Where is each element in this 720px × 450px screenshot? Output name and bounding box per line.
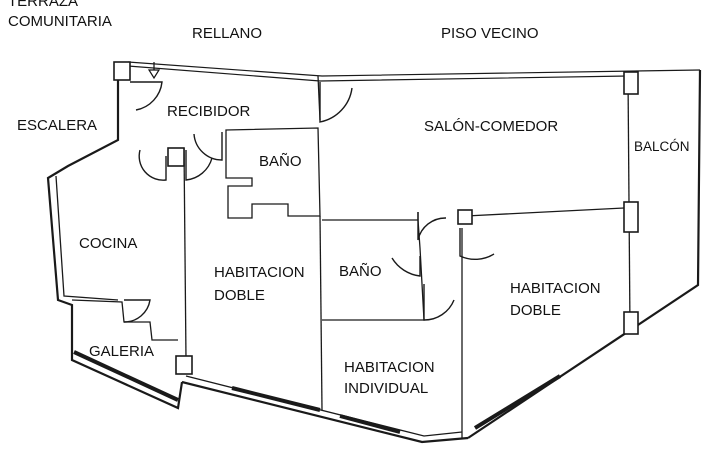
pillar-balcony-top: [623, 71, 639, 95]
room-labels: TERRAZA COMUNITARIA RELLANO PISO VECINO …: [8, 0, 690, 397]
bano-2-walls: [322, 219, 425, 321]
cocina-galeria-wall: [71, 299, 178, 341]
label-piso-vecino: PISO VECINO: [441, 25, 539, 42]
cocina-habitacion-wall: [183, 147, 187, 361]
label-terraza-line2: COMUNITARIA: [8, 13, 112, 30]
window-habitacion-doble-1: [231, 386, 321, 412]
label-bano-1: BAÑO: [259, 153, 302, 170]
pillar-balcony-low: [623, 311, 639, 335]
door-bano-1: [193, 132, 223, 161]
pillar-balcony-mid: [623, 201, 639, 233]
label-habitacion-doble-1-line1: HABITACION: [214, 264, 305, 281]
left-wall-inner: [55, 175, 119, 301]
windows: [73, 350, 562, 434]
window-galeria: [73, 350, 179, 402]
label-bano-2: BAÑO: [339, 263, 382, 280]
label-recibidor: RECIBIDOR: [167, 103, 251, 120]
window-habitacion-doble-2: [473, 374, 562, 430]
pillar-hallway: [457, 209, 473, 225]
left-wall: [46, 68, 184, 410]
label-rellano: RELLANO: [192, 25, 262, 42]
window-habitacion-individual: [339, 414, 401, 434]
pillars: [113, 61, 639, 375]
bano-1-walls: [225, 127, 321, 219]
label-terraza-line1: TERRAZA: [8, 0, 78, 10]
pillar-recibidor: [167, 147, 185, 167]
label-habitacion-doble-2-line1: HABITACION: [510, 280, 601, 297]
door-habitacion-individual: [423, 284, 455, 321]
habitacion-divider-wall: [319, 215, 323, 411]
bottom-wall: [181, 380, 469, 444]
top-wall: [127, 61, 701, 82]
label-habitacion-doble-2-line2: DOBLE: [510, 302, 561, 319]
salon-habitacion-wall: [417, 207, 625, 220]
door-entry: [130, 81, 163, 111]
door-galeria: [123, 299, 151, 323]
label-galeria: GALERIA: [89, 343, 154, 360]
door-habitacion-2: [459, 228, 495, 260]
doors: [123, 81, 495, 323]
door-cocina: [138, 149, 167, 181]
label-habitacion-doble-1-line2: DOBLE: [214, 287, 265, 304]
door-bano-2: [391, 256, 421, 277]
door-pantry: [417, 212, 447, 241]
door-salon: [319, 82, 353, 123]
label-habitacion-individual-line1: HABITACION: [344, 359, 435, 376]
entry-arrow-icon: [147, 62, 161, 80]
pillar-galeria: [175, 355, 193, 375]
label-cocina: COCINA: [79, 235, 137, 252]
label-escalera: ESCALERA: [17, 117, 97, 134]
label-salon-comedor: SALÓN-COMEDOR: [424, 118, 558, 135]
door-habitacion-1: [185, 150, 213, 181]
label-balcon: BALCÓN: [634, 139, 690, 154]
outer-walls: [46, 61, 702, 444]
label-habitacion-individual-line2: INDIVIDUAL: [344, 380, 428, 397]
pillar-entry: [113, 61, 131, 81]
